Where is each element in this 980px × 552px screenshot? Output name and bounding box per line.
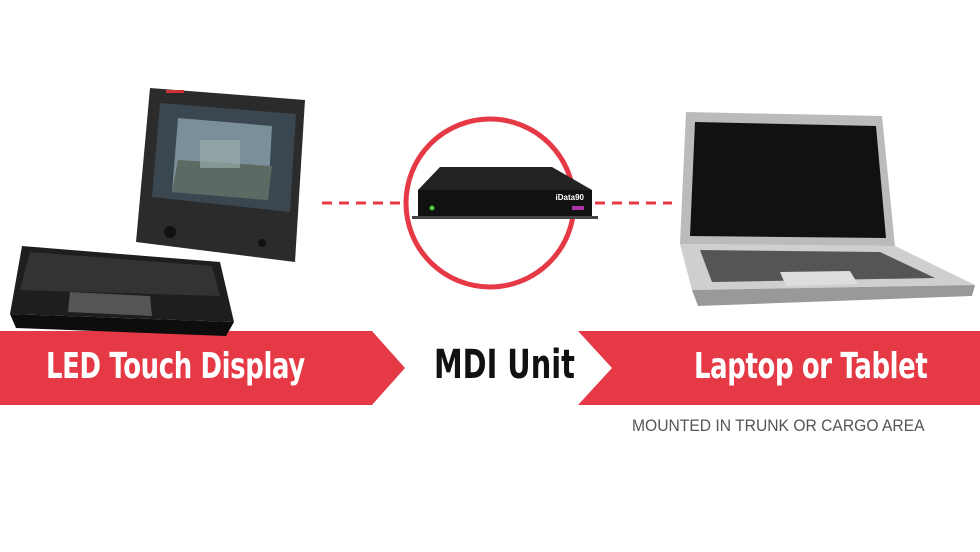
mounting-caption: MOUNTED IN TRUNK OR CARGO AREA	[632, 416, 925, 435]
led-touch-display-image	[136, 88, 305, 262]
right-banner-arrow	[578, 331, 980, 405]
keyboard-image	[10, 246, 234, 336]
laptop-or-tablet-label: Laptop or Tablet	[694, 346, 928, 387]
laptop-image	[680, 112, 975, 306]
mdi-unit-image: iData90	[412, 167, 598, 219]
left-banner-arrow	[0, 331, 405, 405]
mdi-unit-label: MDI Unit	[434, 342, 575, 388]
svg-text:iData90: iData90	[556, 193, 585, 202]
led-touch-display-label: LED Touch Display	[46, 346, 305, 387]
